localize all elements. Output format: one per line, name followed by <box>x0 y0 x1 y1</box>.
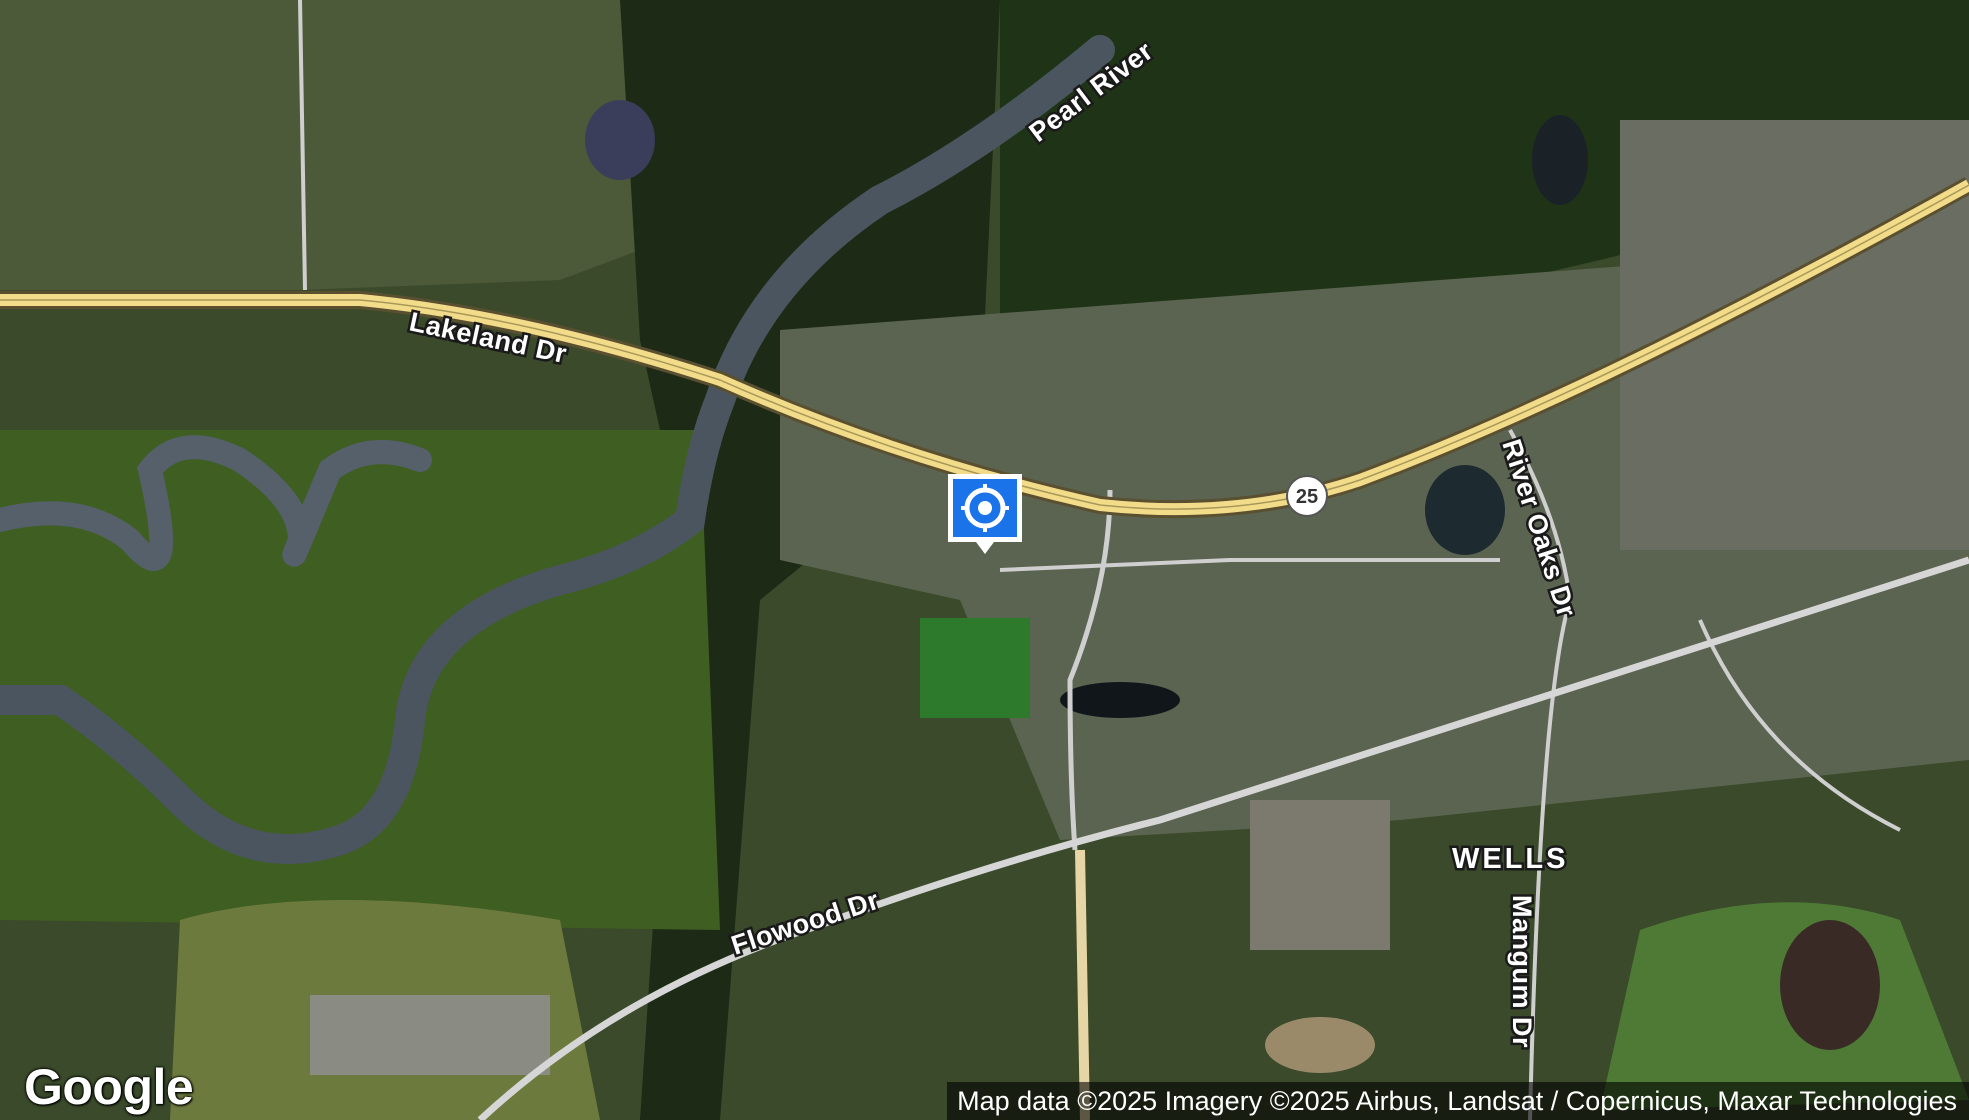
industrial-south <box>310 995 550 1075</box>
residential-northwest <box>0 0 760 290</box>
pond <box>1780 920 1880 1050</box>
google-logo: Google <box>24 1059 194 1115</box>
road-river-oaks <box>1508 429 1573 1120</box>
industrial-south-2 <box>1250 800 1390 950</box>
lakeland-dr-divider <box>0 184 1969 510</box>
river-west-meander <box>0 435 432 571</box>
pond <box>1265 1017 1375 1073</box>
pond <box>585 100 655 180</box>
wetlands-southwest <box>0 430 720 930</box>
pond <box>1060 682 1180 718</box>
road-service <box>999 558 1500 572</box>
pond <box>1425 465 1505 555</box>
location-target-icon[interactable] <box>944 470 1026 558</box>
map-attribution: Map data ©2025 Imagery ©2025 Airbus, Lan… <box>947 1082 1969 1120</box>
route-25-shield: 25 <box>1286 475 1328 517</box>
road-south-access <box>1075 849 1090 1120</box>
road-northwest <box>298 0 307 291</box>
sports-field <box>920 618 1030 718</box>
road-east-curve <box>1698 619 1901 832</box>
forest-northeast <box>1000 0 1969 330</box>
pearl-river <box>0 35 1115 864</box>
road-central-north-south <box>1067 489 1113 851</box>
wells-place-label: WELLS <box>1452 843 1569 875</box>
flowood-dr-road <box>477 556 1969 1120</box>
route-shield-number: 25 <box>1296 486 1318 508</box>
mangum-dr-label: Mangum Dr <box>1507 895 1537 1048</box>
pond <box>1532 115 1588 205</box>
